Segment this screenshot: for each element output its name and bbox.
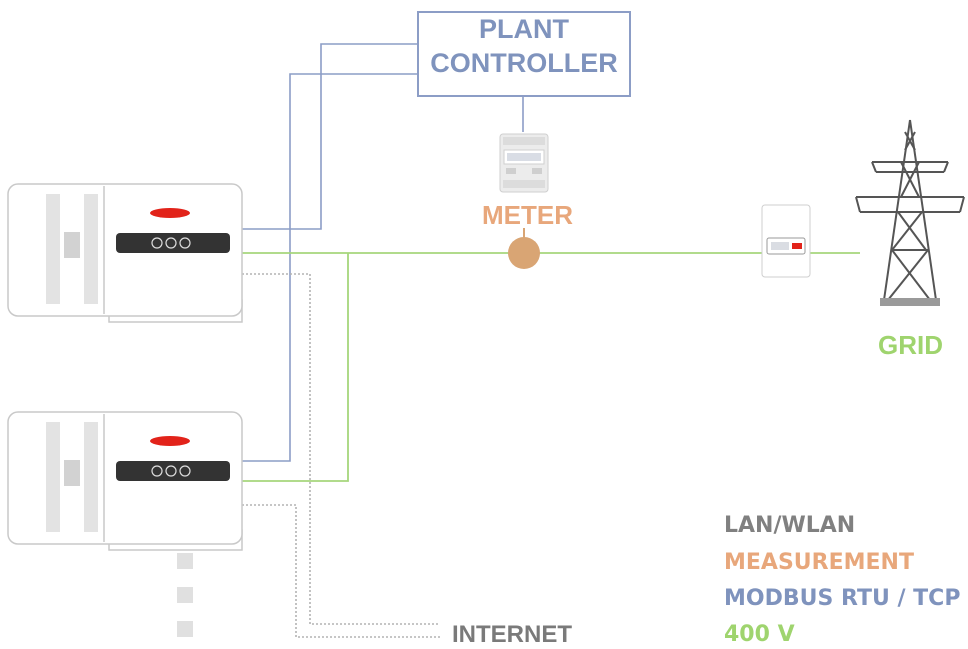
modbus-line-inverter-2 bbox=[242, 73, 418, 462]
inverter-2-display bbox=[116, 461, 230, 481]
plant-controller-label: PLANT CONTROLLER bbox=[418, 12, 630, 96]
plant-controller-box bbox=[417, 11, 631, 97]
meter-device bbox=[499, 133, 549, 193]
ac-line-inverter-2 bbox=[242, 253, 349, 482]
lan-line-inverter-1 bbox=[242, 273, 440, 625]
inverter-1-display bbox=[116, 233, 230, 253]
ac-lines bbox=[242, 252, 860, 482]
legend-lan-wlan: LAN/WLAN bbox=[724, 513, 856, 538]
meter-label: METER bbox=[482, 200, 573, 230]
legend-400v: 400 V bbox=[724, 622, 795, 647]
more-inverters-ellipsis bbox=[177, 553, 193, 637]
grid-tower-icon bbox=[855, 119, 965, 306]
fronius-logo-icon bbox=[150, 436, 190, 446]
modbus-lines bbox=[242, 43, 524, 462]
plant-controller-line-2: CONTROLLER bbox=[430, 48, 618, 78]
lan-lines bbox=[242, 273, 440, 638]
inverter-2 bbox=[7, 411, 243, 551]
legend-modbus: MODBUS RTU / TCP bbox=[724, 586, 961, 611]
inverter-1 bbox=[7, 183, 243, 323]
internet-label: INTERNET bbox=[452, 621, 572, 648]
grid-label: GRID bbox=[878, 330, 943, 360]
fronius-logo-icon bbox=[150, 208, 190, 218]
modbus-line-inverter-1 bbox=[242, 43, 418, 230]
lan-line-inverter-2 bbox=[242, 504, 440, 638]
smart-meter-device bbox=[761, 204, 811, 278]
legend-measurement: MEASUREMENT bbox=[724, 550, 914, 575]
plant-controller-line-1: PLANT bbox=[479, 14, 569, 44]
meter-node bbox=[508, 237, 540, 269]
